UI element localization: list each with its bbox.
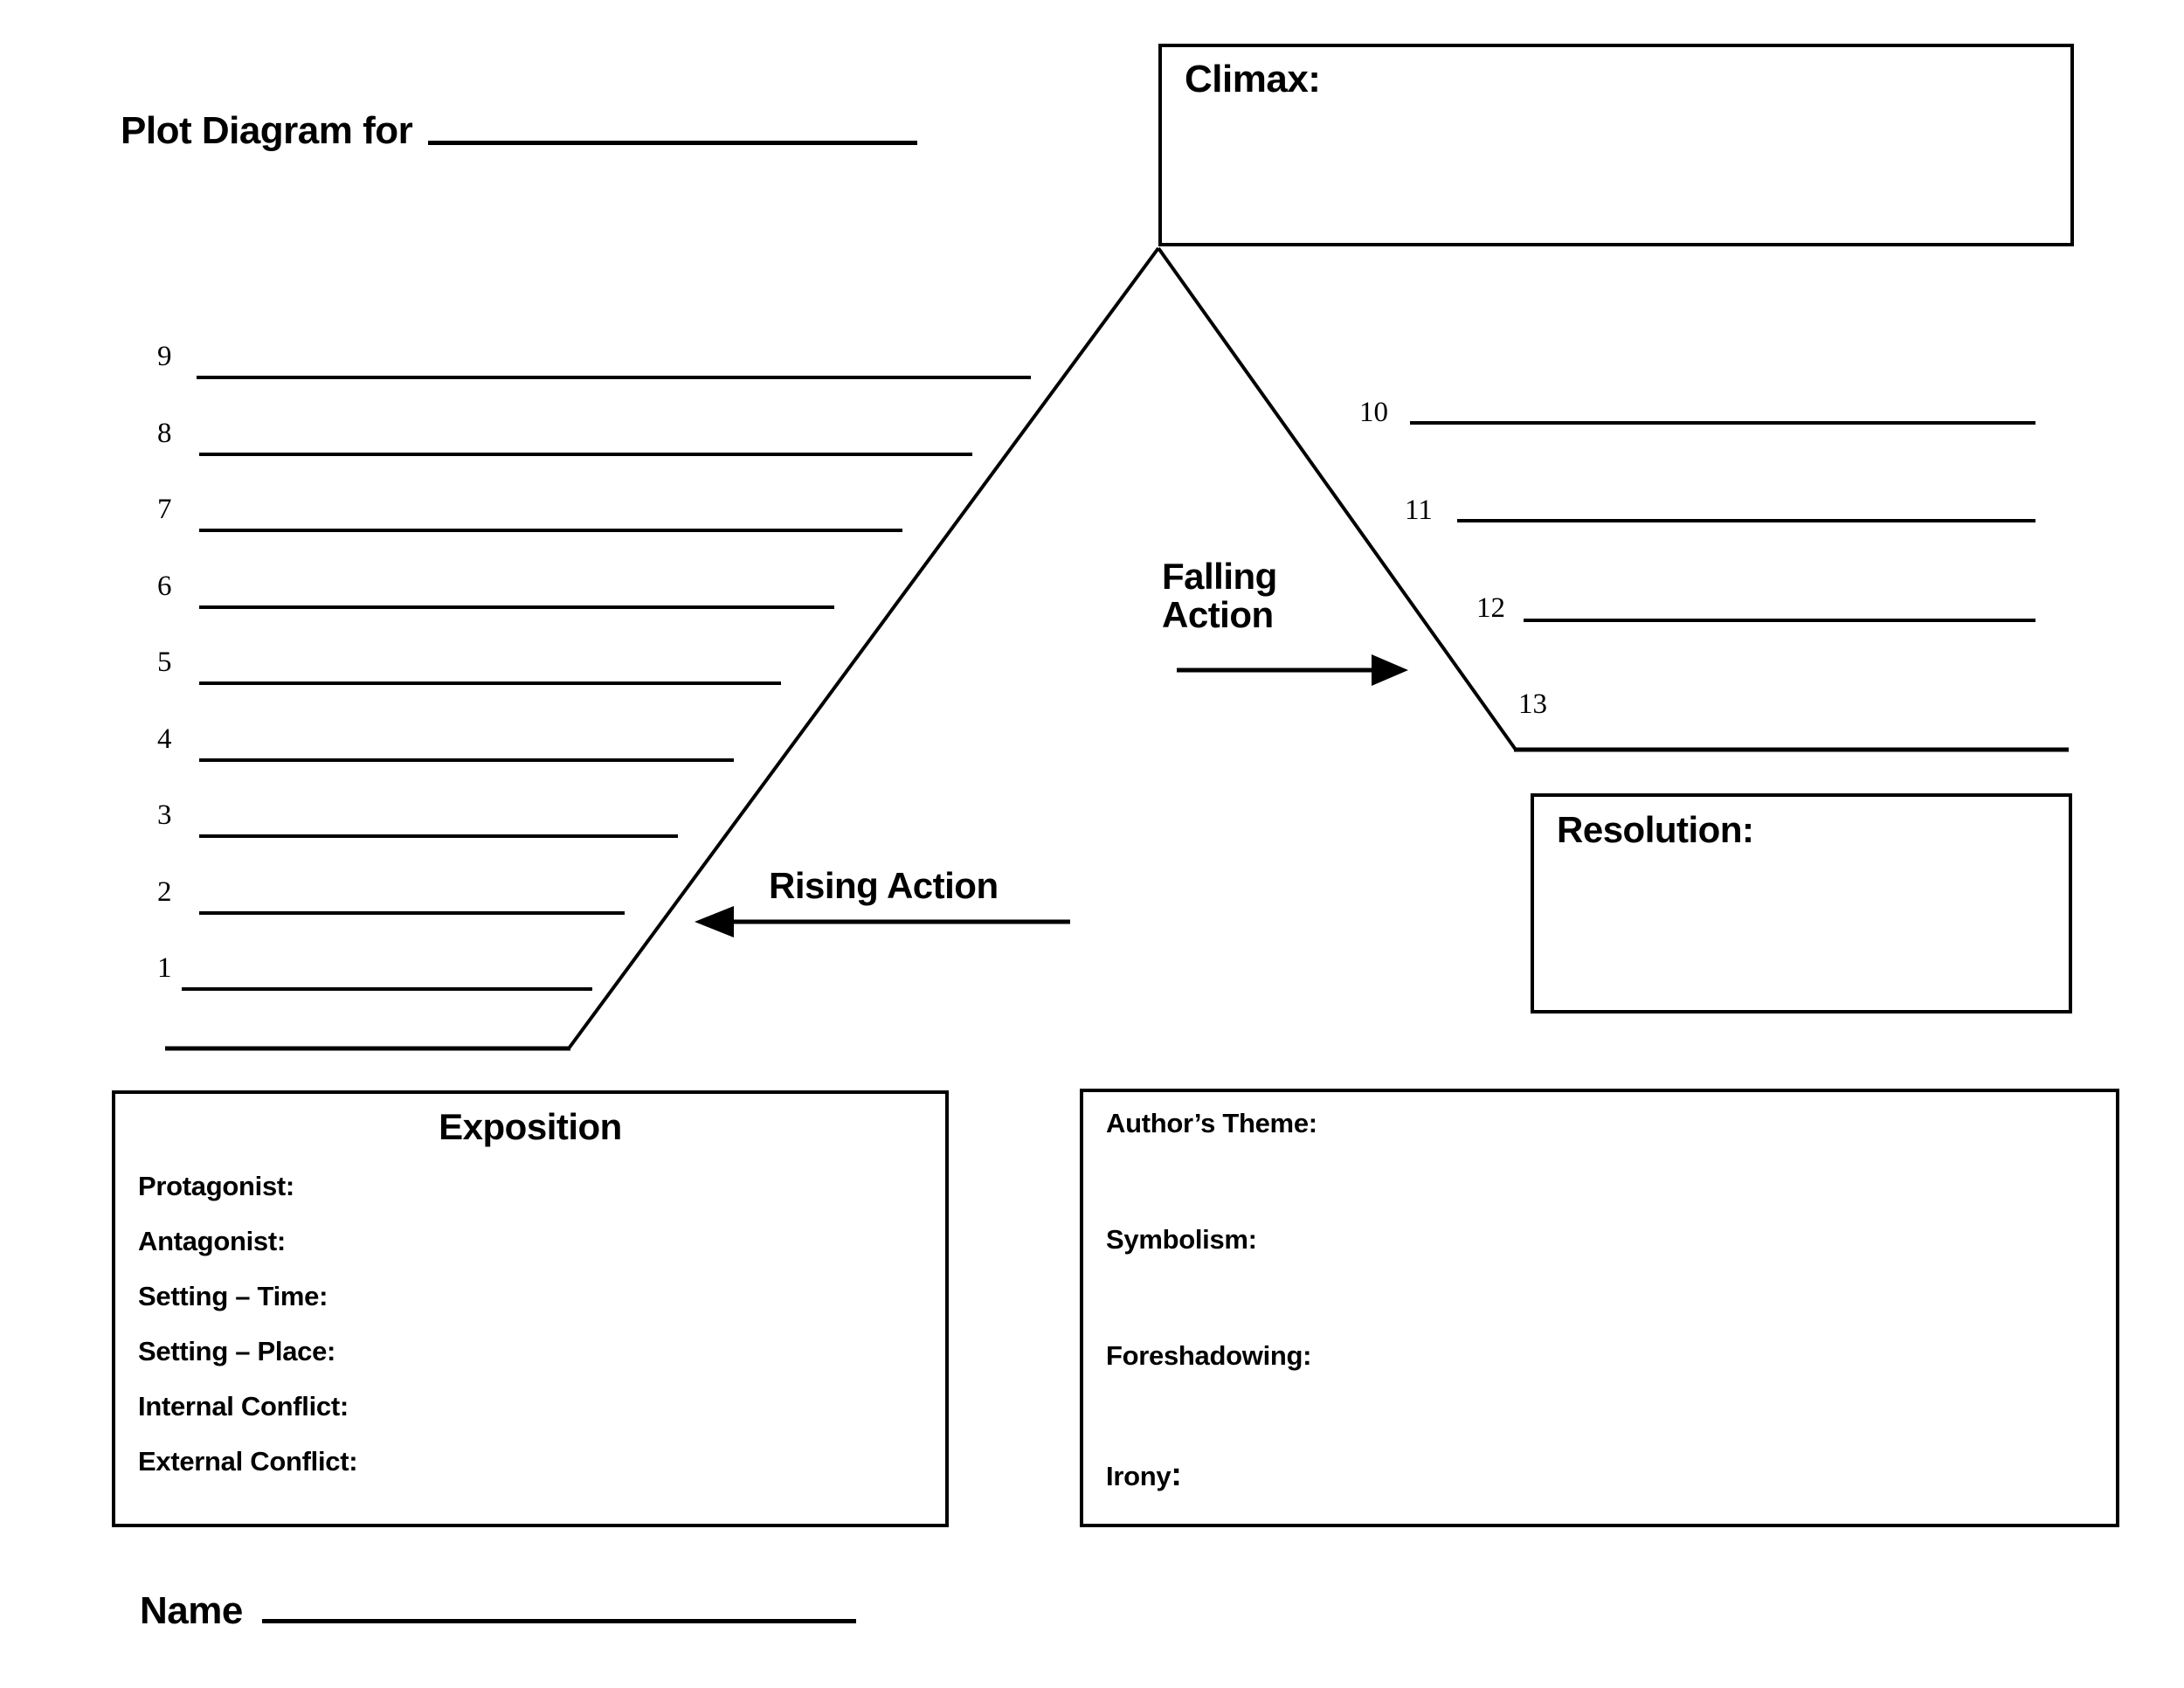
rising-blank-number-3: 3 (157, 799, 172, 831)
falling-blank-number-13: 13 (1518, 688, 1547, 720)
rising-blank-number-8: 8 (157, 418, 172, 449)
rising-blank-line-9[interactable] (197, 376, 1031, 379)
falling-action-label-line1: Falling (1162, 556, 1277, 597)
falling-blank-line-11[interactable] (1457, 519, 2035, 522)
resolution-box[interactable]: Resolution: (1531, 793, 2072, 1013)
rising-blank-number-6: 6 (157, 571, 172, 602)
literary-field-irony: Irony: (1106, 1456, 2107, 1494)
rising-action-arrow (695, 906, 1070, 937)
resolution-label: Resolution: (1557, 809, 1754, 850)
literary-field-foreshadowing: Foreshadowing: (1106, 1340, 1312, 1371)
name-blank-line[interactable] (261, 1619, 856, 1623)
rising-blank-line-4[interactable] (199, 758, 734, 762)
falling-blank-number-11: 11 (1405, 495, 1433, 526)
rising-blank-number-9: 9 (157, 341, 172, 372)
exposition-field-setting-place: Setting – Place: (138, 1336, 336, 1366)
title-blank-line[interactable] (428, 141, 918, 145)
name-label: Name (140, 1589, 243, 1632)
falling-action-label-line2: Action (1162, 594, 1274, 636)
rising-blank-line-7[interactable] (199, 529, 902, 532)
falling-action-arrow (1177, 654, 1408, 686)
exposition-field-protagonist: Protagonist: (138, 1171, 294, 1201)
exposition-field-external-conflict: External Conflict: (138, 1446, 358, 1477)
falling-blank-line-10[interactable] (1410, 421, 2035, 425)
literary-field-authors-theme: Author’s Theme: (1106, 1108, 1317, 1138)
falling-blank-number-10: 10 (1359, 397, 1388, 428)
literary-field-symbolism: Symbolism: (1106, 1224, 1257, 1255)
exposition-box[interactable]: Exposition Protagonist: Antagonist: Sett… (112, 1090, 949, 1527)
rising-blank-line-8[interactable] (199, 453, 972, 456)
exposition-field-internal-conflict: Internal Conflict: (138, 1391, 349, 1422)
page-title-row: Plot Diagram for (121, 109, 918, 152)
rising-blank-line-3[interactable] (199, 834, 678, 838)
rising-blank-number-2: 2 (157, 876, 172, 908)
exposition-field-antagonist: Antagonist: (138, 1226, 286, 1256)
literary-field-irony-colon: : (1171, 1456, 1182, 1493)
climax-label: Climax: (1185, 58, 1321, 100)
rising-blank-line-1[interactable] (182, 987, 592, 991)
rising-blank-line-5[interactable] (199, 681, 781, 685)
exposition-field-setting-time: Setting – Time: (138, 1281, 328, 1311)
rising-blank-number-4: 4 (157, 723, 172, 755)
rising-blank-line-6[interactable] (199, 605, 834, 609)
climax-box[interactable]: Climax: (1158, 44, 2074, 246)
literary-field-list: Author’s Theme: Symbolism: Foreshadowing… (1106, 1108, 2107, 1494)
exposition-field-list: Protagonist: Antagonist: Setting – Time:… (138, 1171, 936, 1501)
page-title: Plot Diagram for (121, 109, 413, 152)
exposition-title: Exposition (439, 1106, 622, 1147)
literary-field-irony-label: Irony (1106, 1461, 1171, 1491)
literary-elements-box[interactable]: Author’s Theme: Symbolism: Foreshadowing… (1080, 1089, 2119, 1527)
rising-blank-line-2[interactable] (199, 911, 625, 915)
rising-blank-number-1: 1 (157, 952, 172, 984)
falling-blank-line-12[interactable] (1524, 619, 2035, 622)
rising-blank-number-5: 5 (157, 647, 172, 678)
rising-blank-number-7: 7 (157, 494, 172, 525)
rising-action-label: Rising Action (769, 865, 999, 906)
name-row: Name (140, 1592, 856, 1630)
falling-action-label: Falling Action (1162, 557, 1277, 634)
falling-blank-number-12: 12 (1476, 592, 1505, 624)
